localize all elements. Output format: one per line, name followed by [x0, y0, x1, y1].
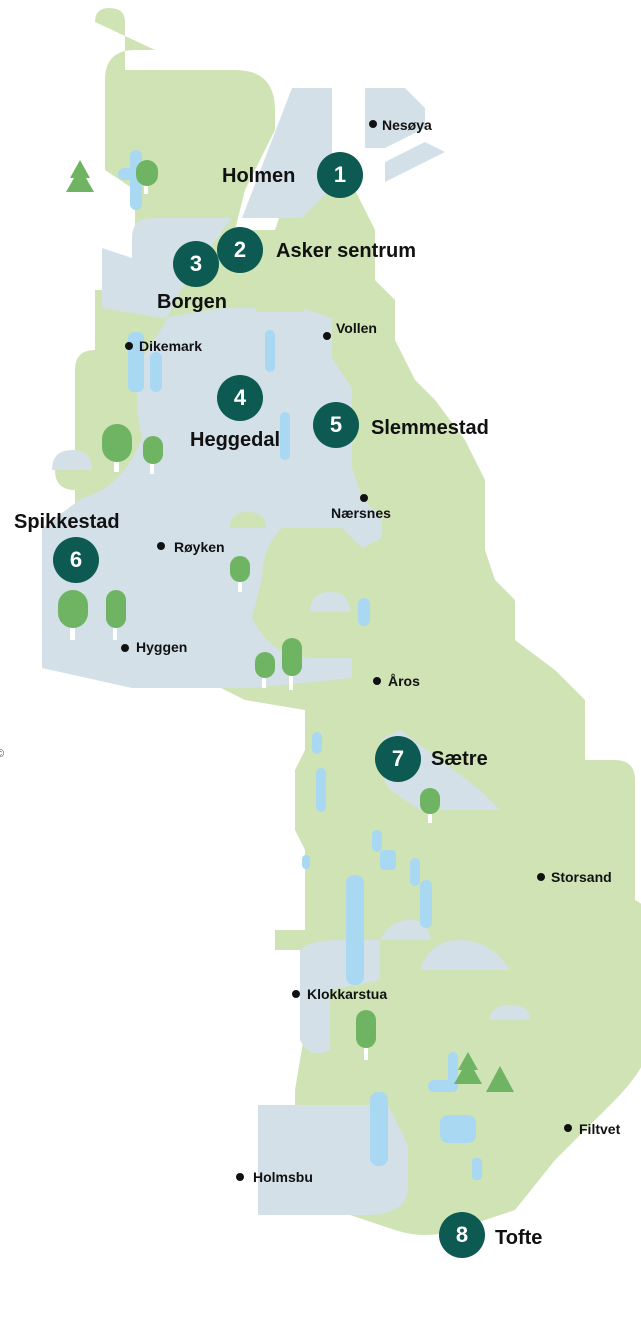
streams	[118, 150, 482, 1180]
place-label-spikkestad[interactable]: Spikkestad	[14, 511, 120, 533]
place-dot-icon	[564, 1124, 572, 1132]
place-label-storsand[interactable]: Storsand	[551, 869, 612, 885]
place-label-tofte[interactable]: Tofte	[495, 1227, 543, 1249]
place-label-royken[interactable]: Røyken	[174, 539, 225, 555]
place-badge-4[interactable]: 4	[217, 375, 263, 421]
place-dot-icon	[121, 644, 129, 652]
place-badge-8[interactable]: 8	[439, 1212, 485, 1258]
place-label-heggedal[interactable]: Heggedal	[190, 429, 281, 451]
tree-icon	[58, 160, 440, 1060]
place-badge-6[interactable]: 6	[53, 537, 99, 583]
place-label-filtvet[interactable]: Filtvet	[579, 1121, 621, 1137]
copyright-mark: ©	[0, 748, 5, 760]
place-badge-1[interactable]: 1	[317, 152, 363, 198]
place-dot-icon	[537, 873, 545, 881]
place-badge-2[interactable]: 2	[217, 227, 263, 273]
place-label-nesoya[interactable]: Nesøya	[382, 117, 432, 133]
place-badge-7[interactable]: 7	[375, 736, 421, 782]
place-label-holmen[interactable]: Holmen	[222, 165, 296, 187]
place-label-holmsbu[interactable]: Holmsbu	[253, 1169, 313, 1185]
place-label-hyggen[interactable]: Hyggen	[136, 639, 188, 655]
place-dot-icon	[369, 120, 377, 128]
place-label-asker-sentrum[interactable]: Asker sentrum	[276, 240, 417, 262]
place-dot-icon	[360, 494, 368, 502]
place-label-saetre[interactable]: Sætre	[431, 748, 488, 770]
place-label-aros[interactable]: Åros	[388, 673, 420, 689]
place-dot-icon	[292, 990, 300, 998]
place-dot-icon	[125, 342, 133, 350]
place-dot-icon	[373, 677, 381, 685]
place-dot-icon	[157, 542, 165, 550]
place-badge-3[interactable]: 3	[173, 241, 219, 287]
place-dot-icon	[323, 332, 331, 340]
place-label-borgen[interactable]: Borgen	[157, 291, 227, 313]
place-dot-icon	[236, 1173, 244, 1181]
place-label-naersnes[interactable]: Nærsnes	[331, 505, 391, 521]
conifer-icon	[66, 160, 514, 1092]
place-label-vollen[interactable]: Vollen	[336, 320, 377, 336]
place-label-klokkarstua[interactable]: Klokkarstua	[307, 986, 388, 1002]
place-label-slemmestad[interactable]: Slemmestad	[371, 417, 489, 439]
place-badge-5[interactable]: 5	[313, 402, 359, 448]
place-label-dikemark[interactable]: Dikemark	[139, 338, 203, 354]
